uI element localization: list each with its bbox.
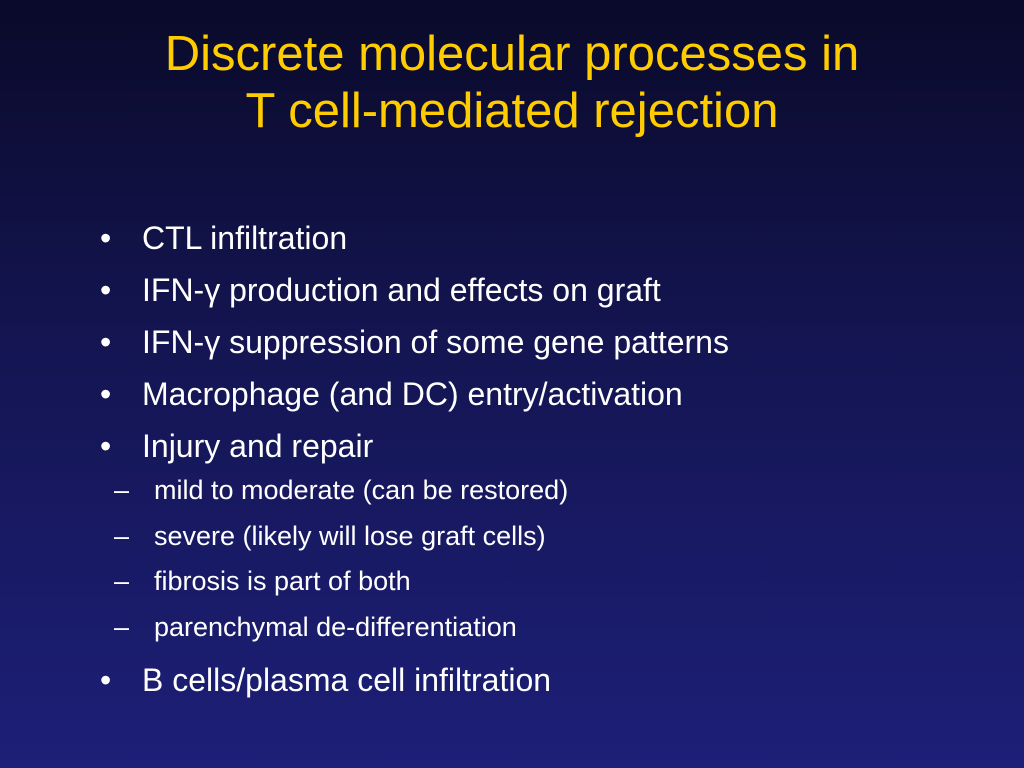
sub-bullet-text: fibrosis is part of both xyxy=(154,566,411,596)
bullet-text: Macrophage (and DC) entry/activation xyxy=(142,376,683,412)
sub-bullet-item-dedifferentiation: – parenchymal de-differentiation xyxy=(100,605,980,651)
bullet-marker: • xyxy=(100,376,112,412)
bullet-marker: • xyxy=(100,272,112,308)
sub-bullet-marker: – xyxy=(114,566,130,596)
bullet-text: IFN-γ production and effects on graft xyxy=(142,272,661,308)
sub-bullet-group: – mild to moderate (can be restored) – s… xyxy=(100,468,980,650)
bullet-list: • CTL infiltration • IFN-γ production an… xyxy=(100,212,980,706)
sub-bullet-marker: – xyxy=(114,611,130,642)
bullet-item-b-cells: • B cells/plasma cell infiltration xyxy=(100,654,980,706)
sub-bullet-item-mild: – mild to moderate (can be restored) xyxy=(100,468,980,514)
bullet-marker: • xyxy=(100,324,112,360)
bullet-marker: • xyxy=(100,662,112,698)
sub-bullet-item-severe: – severe (likely will lose graft cells) xyxy=(100,514,980,560)
bullet-item-ifn-production: • IFN-γ production and effects on graft xyxy=(100,264,980,316)
bullet-item-injury-repair: • Injury and repair xyxy=(100,420,980,472)
bullet-text: Injury and repair xyxy=(142,428,374,464)
sub-bullet-text: parenchymal de-differentiation xyxy=(154,611,517,642)
bullet-marker: • xyxy=(100,428,112,464)
sub-bullet-text: severe (likely will lose graft cells) xyxy=(154,520,546,551)
sub-bullet-marker: – xyxy=(114,475,130,505)
sub-bullet-marker: – xyxy=(114,520,130,551)
sub-bullet-list: – mild to moderate (can be restored) – s… xyxy=(100,468,980,650)
bullet-item-ifn-suppression: • IFN-γ suppression of some gene pattern… xyxy=(100,316,980,368)
bullet-item-ctl-infiltration: • CTL infiltration xyxy=(100,212,980,264)
bullet-marker: • xyxy=(100,220,112,256)
bullet-text: IFN-γ suppression of some gene patterns xyxy=(142,324,729,360)
slide-title-line-2: T cell-mediated rejection xyxy=(245,84,779,138)
sub-bullet-item-fibrosis: – fibrosis is part of both xyxy=(100,559,980,605)
bullet-text: B cells/plasma cell infiltration xyxy=(142,662,552,698)
slide-title-line-1: Discrete molecular processes in xyxy=(164,27,860,81)
bullet-text: CTL infiltration xyxy=(142,220,348,256)
slide-title: Discrete molecular processes in T cell-m… xyxy=(0,26,1024,140)
bullet-item-macrophage-entry: • Macrophage (and DC) entry/activation xyxy=(100,368,980,420)
sub-bullet-text: mild to moderate (can be restored) xyxy=(154,475,569,505)
